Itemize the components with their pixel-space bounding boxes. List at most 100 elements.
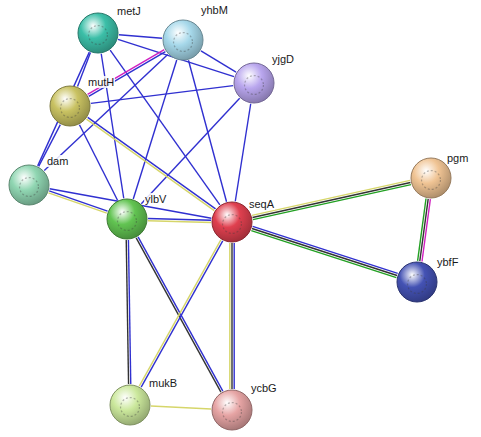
interaction-edge bbox=[126, 240, 131, 384]
node-circle bbox=[9, 165, 49, 205]
structure-glyph bbox=[20, 178, 39, 197]
evidence-line bbox=[188, 60, 226, 201]
node-label: mutH bbox=[87, 76, 115, 88]
node-ball bbox=[162, 19, 204, 61]
node-label: seqA bbox=[248, 198, 275, 210]
structure-glyph bbox=[245, 76, 264, 95]
node-ball bbox=[49, 85, 91, 127]
node-circle bbox=[78, 13, 118, 53]
node-ball bbox=[106, 198, 148, 240]
evidence-line bbox=[133, 60, 176, 199]
node-ball bbox=[211, 201, 253, 243]
evidence-line bbox=[89, 52, 166, 97]
interaction-edge bbox=[119, 35, 162, 39]
interaction-edge bbox=[252, 180, 411, 219]
protein-node: yhbM bbox=[162, 19, 204, 61]
evidence-line bbox=[422, 199, 430, 261]
evidence-line bbox=[235, 104, 250, 202]
interaction-edge bbox=[133, 60, 176, 199]
protein-node: metJ bbox=[77, 12, 119, 54]
node-label: yjgD bbox=[271, 53, 295, 65]
evidence-line bbox=[141, 98, 239, 203]
interaction-edge bbox=[148, 219, 211, 223]
node-circle bbox=[163, 20, 203, 60]
evidence-line bbox=[86, 119, 214, 211]
evidence-line bbox=[79, 125, 117, 201]
node-label: ycbG bbox=[250, 382, 278, 394]
node-label: mukB bbox=[148, 377, 178, 389]
evidence-line bbox=[48, 193, 106, 213]
protein-node: ybfF bbox=[396, 261, 438, 303]
interaction-edge bbox=[44, 54, 167, 170]
node-ball bbox=[233, 62, 275, 104]
node-ball bbox=[77, 12, 119, 54]
structure-glyph bbox=[174, 33, 193, 52]
node-label: metJ bbox=[116, 5, 142, 17]
evidence-line bbox=[139, 240, 221, 386]
evidence-line bbox=[138, 237, 223, 391]
evidence-line bbox=[88, 117, 216, 209]
evidence-line bbox=[148, 221, 211, 223]
protein-node: dam bbox=[8, 164, 50, 206]
protein-node: seqA bbox=[211, 201, 253, 243]
evidence-line bbox=[38, 52, 90, 166]
evidence-line bbox=[252, 180, 410, 215]
structure-glyph bbox=[118, 212, 137, 231]
node-label: pgm bbox=[446, 152, 469, 164]
evidence-line bbox=[252, 228, 397, 275]
evidence-line bbox=[253, 185, 411, 220]
node-ball bbox=[396, 261, 438, 303]
interaction-edge bbox=[151, 406, 211, 409]
protein-node: yjgD bbox=[233, 62, 275, 104]
evidence-line bbox=[148, 219, 211, 221]
interaction-edge bbox=[110, 50, 220, 205]
node-circle bbox=[110, 385, 150, 425]
node-ball bbox=[8, 164, 50, 206]
node-label: ybfF bbox=[436, 256, 459, 268]
interaction-edge bbox=[235, 104, 250, 202]
interaction-edge bbox=[79, 125, 117, 201]
interaction-edge bbox=[141, 98, 239, 203]
structure-glyph bbox=[121, 398, 140, 417]
structure-glyph bbox=[223, 215, 242, 234]
evidence-line bbox=[418, 199, 426, 261]
evidence-line bbox=[251, 231, 396, 278]
interaction-edge bbox=[418, 199, 431, 262]
interaction-edge bbox=[251, 226, 397, 277]
evidence-line bbox=[229, 243, 230, 389]
node-circle bbox=[212, 390, 252, 430]
structure-glyph bbox=[223, 403, 242, 422]
evidence-line bbox=[253, 183, 411, 218]
node-label: yhbM bbox=[200, 4, 229, 16]
protein-node: mutH bbox=[49, 85, 91, 127]
node-ball bbox=[109, 384, 151, 426]
node-circle bbox=[212, 202, 252, 242]
evidence-line bbox=[44, 54, 167, 170]
evidence-line bbox=[126, 240, 128, 384]
interaction-edge bbox=[136, 237, 223, 392]
node-ball bbox=[211, 389, 253, 431]
node-label: dam bbox=[46, 155, 69, 167]
evidence-line bbox=[110, 50, 220, 205]
evidence-line bbox=[231, 243, 232, 389]
protein-node: pgm bbox=[410, 157, 452, 199]
node-circle bbox=[397, 262, 437, 302]
node-circle bbox=[234, 63, 274, 103]
protein-node: mukB bbox=[109, 384, 151, 426]
interaction-edge bbox=[91, 86, 233, 104]
evidence-line bbox=[119, 35, 162, 39]
node-circle bbox=[50, 86, 90, 126]
structure-glyph bbox=[422, 171, 441, 190]
interaction-edge bbox=[230, 243, 234, 389]
evidence-line bbox=[141, 241, 223, 387]
evidence-line bbox=[233, 243, 234, 389]
structure-glyph bbox=[89, 26, 108, 45]
interaction-edge bbox=[88, 50, 166, 97]
interaction-edge bbox=[38, 52, 90, 166]
protein-node: ylbV bbox=[106, 198, 148, 240]
interaction-edge bbox=[201, 51, 236, 72]
evidence-line bbox=[420, 199, 428, 261]
interaction-edge bbox=[188, 60, 226, 201]
node-circle bbox=[107, 199, 147, 239]
